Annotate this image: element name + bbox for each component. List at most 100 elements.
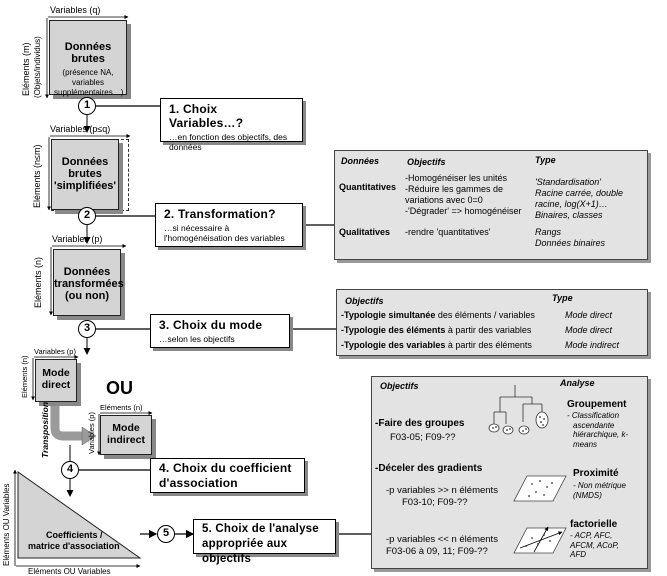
panel-transfo-quant-obj-1: -Homogénéiser les unités — [405, 173, 508, 183]
panel-mode-row-3: -Typologie des variables à partir des él… — [341, 340, 532, 351]
step-box-1: 1. Choix Variables…? …en fonction des ob… — [160, 98, 303, 152]
panel-mode-row-2-rest: à partir des variables — [445, 325, 532, 335]
panel-analyse-proximite-desc-2: (NMDS) — [573, 490, 602, 500]
panel-analyse-header-objectifs: Objectifs — [380, 381, 419, 391]
axis-label-objets: (Objets/individus) — [33, 36, 42, 98]
panel-analyse-gradients-title: -Déceler des gradients — [375, 463, 483, 474]
panel-analyse-proximite: Proximité — [573, 468, 619, 479]
panel-analyse-header-analyse: Analyse — [560, 378, 595, 388]
panel-analyse-proximite-desc: - Non métrique (NMDS) — [573, 481, 626, 500]
panel-analyse-groupement-desc-2: ascendante — [573, 420, 615, 430]
axis-label-el-var-h: Eléments OU Variables — [28, 567, 111, 576]
panel-analyse-groupement: Groupement — [567, 399, 627, 410]
box-mode-direct: Mode direct — [35, 359, 77, 402]
step-box-5: 5. Choix de l'analyse appropriée aux obj… — [193, 519, 336, 565]
panel-transfo-quant-type-2: Racine carrée, double — [535, 188, 624, 198]
panel-transfo-qual-obj: -rendre 'quantitatives' — [405, 227, 491, 237]
panel-transfo-quant-type-1: 'Standardisation' — [535, 177, 601, 187]
axis-label-var-p3: Variables (p) — [87, 412, 96, 454]
panel-transformation: Données Objectifs Type Quantitatives -Ho… — [334, 150, 648, 260]
panel-analyse-groupement-desc: - Classification ascendante hiérarchique… — [567, 411, 628, 449]
step-4-title: 4. Choix du coefficient d'association — [159, 461, 292, 490]
panel-analyse-grad1-line1: -p variables >> n éléments — [386, 485, 498, 496]
panel-transfo-qual-type-1: Rangs — [535, 227, 562, 237]
coefficient-label: Coefficients / matrice d'association — [28, 530, 120, 552]
nmds-plane-icon — [513, 475, 567, 502]
panel-mode-row-1-type: Mode direct — [565, 310, 613, 320]
box-donnees-transformees: Données transformées (ou non) — [53, 249, 124, 316]
panel-analyse-groupes-title: -Faire des groupes — [375, 418, 465, 429]
transposition-label: Transposition — [40, 401, 50, 458]
step-1-title: 1. Choix Variables…? — [169, 102, 244, 130]
panel-transfo-quantitatives: Quantitatives — [339, 182, 397, 192]
axis-label-var-p: Variables (p) — [52, 234, 103, 244]
panel-mode-header-type: Type — [552, 293, 573, 303]
box-simplifiees-line3: 'simplifiées' — [53, 180, 117, 192]
dendrogram-dots — [492, 416, 545, 432]
step-circle-3: 3 — [78, 320, 96, 338]
axis-label-el-var-v: Eléments OU Variables — [2, 483, 11, 566]
box-transformees-line3: (ou non) — [65, 290, 109, 302]
panel-mode-row-3-type: Mode indirect — [565, 340, 620, 350]
panel-analyse-groupes-ref: F03-05; F09-?? — [390, 432, 456, 443]
panel-analyse-grad1-line2: F03-10; F09-?? — [402, 497, 468, 508]
axis-label-elements-n3: Eléments (n) — [100, 403, 143, 412]
panel-analyse-grad2-line2: F03-06 à 09, 11; F09-?? — [386, 546, 488, 557]
box-mode-indirect: Mode indirect — [100, 415, 152, 455]
panel-transfo-qual-type-2: Données binaires — [535, 238, 606, 248]
panel-mode-row-2-bold: -Typologie des éléments — [341, 325, 446, 335]
panel-mode-row-1: -Typologie simultanée des éléments / var… — [341, 310, 535, 321]
panel-analyse-groupement-desc-3: hiérarchique, k- — [573, 430, 629, 439]
coefficient-label-line1: Coefficients / — [46, 530, 103, 540]
dendrogram-icon — [488, 385, 549, 435]
axis-label-elements-n2: Eléments (n) — [20, 355, 29, 398]
panel-mode: Objectifs Type -Typologie simultanée des… — [336, 289, 648, 356]
panel-transfo-quant-type-3: racine, log(X+1)… — [535, 199, 608, 209]
panel-mode-row-3-rest: à partir des éléments — [445, 340, 532, 350]
step-2-title: 2. Transformation? — [164, 207, 276, 221]
panel-transfo-quant-obj-2: -Réduire les gammes de — [405, 184, 504, 194]
step-2-desc: …si nécessaire à l'homogénéisation des v… — [164, 223, 285, 243]
panel-analyse-grad2-line1: -p variables << n éléments — [386, 534, 498, 545]
panel-analyse-factorielle-desc-1: - ACP, AFC, — [570, 531, 613, 540]
panel-analyse-groupement-desc-1: - Classification — [567, 411, 620, 420]
panel-analyse-factorielle-desc: - ACP, AFC, AFCM, ACoP, AFD — [570, 531, 619, 560]
step-box-2: 2. Transformation? …si nécessaire à l'ho… — [155, 203, 303, 247]
panel-transfo-qualitatives: Qualitatives — [339, 227, 391, 237]
step-circle-2: 2 — [78, 207, 96, 225]
box-simplifiees-line1: Données — [61, 156, 109, 168]
box-mode-indirect-line2: indirect — [107, 434, 145, 446]
axis-label-var-psq: Variables (p≤q) — [50, 124, 111, 134]
step-box-3: 3. Choix du mode …selon les objectifs — [150, 314, 290, 348]
panel-mode-row-2: -Typologie des éléments à partir des var… — [341, 325, 531, 336]
panel-analyse-groupement-desc-4: means — [573, 439, 598, 449]
step-circle-4: 4 — [61, 461, 79, 479]
step-box-4: 4. Choix du coefficient d'association — [150, 458, 305, 493]
coefficient-label-line2: matrice d'association — [28, 541, 120, 551]
step-3-desc: …selon les objectifs — [159, 334, 235, 344]
box-donnees-brutes-sub: (présence NA, variables supplémentaires…… — [54, 68, 124, 97]
panel-transfo-header-donnees: Données — [341, 156, 380, 166]
axis-label-var-p2: Variables (p) — [34, 347, 76, 356]
box-mode-direct-line1: Mode — [42, 367, 70, 379]
panel-transfo-header-objectifs: Objectifs — [407, 157, 446, 167]
box-transformees-line1: Données — [63, 266, 111, 278]
step-circle-5: 5 — [157, 525, 175, 543]
box-donnees-brutes: Données brutes (présence NA, variables s… — [49, 20, 127, 97]
panel-transfo-quant-obj-4: -'Dégrader' => homogénéiser — [405, 206, 522, 216]
box-donnees-simplifiees: Données brutes 'simplifiées' — [51, 139, 119, 210]
step-3-title: 3. Choix du mode — [159, 318, 263, 332]
box-mode-indirect-line1: Mode — [112, 422, 140, 434]
panel-transfo-quant-obj-3: variations avec 0=0 — [405, 195, 483, 205]
axis-label-elements-n: Eléments (n) — [33, 256, 43, 308]
panel-analyse-factorielle-desc-3: AFD — [570, 550, 586, 559]
panel-mode-row-1-rest: des éléments / variables — [435, 310, 535, 320]
panel-mode-row-2-type: Mode direct — [565, 325, 613, 335]
transposition-arrow — [50, 402, 84, 441]
step-circle-1: 1 — [78, 97, 96, 115]
panel-transfo-quant-type-4: Binaires, classes — [535, 210, 603, 220]
panel-transfo-header-type: Type — [535, 155, 556, 165]
step-5-title: 5. Choix de l'analyse appropriée aux obj… — [202, 523, 319, 565]
box-donnees-brutes-title: Données brutes — [64, 41, 112, 65]
